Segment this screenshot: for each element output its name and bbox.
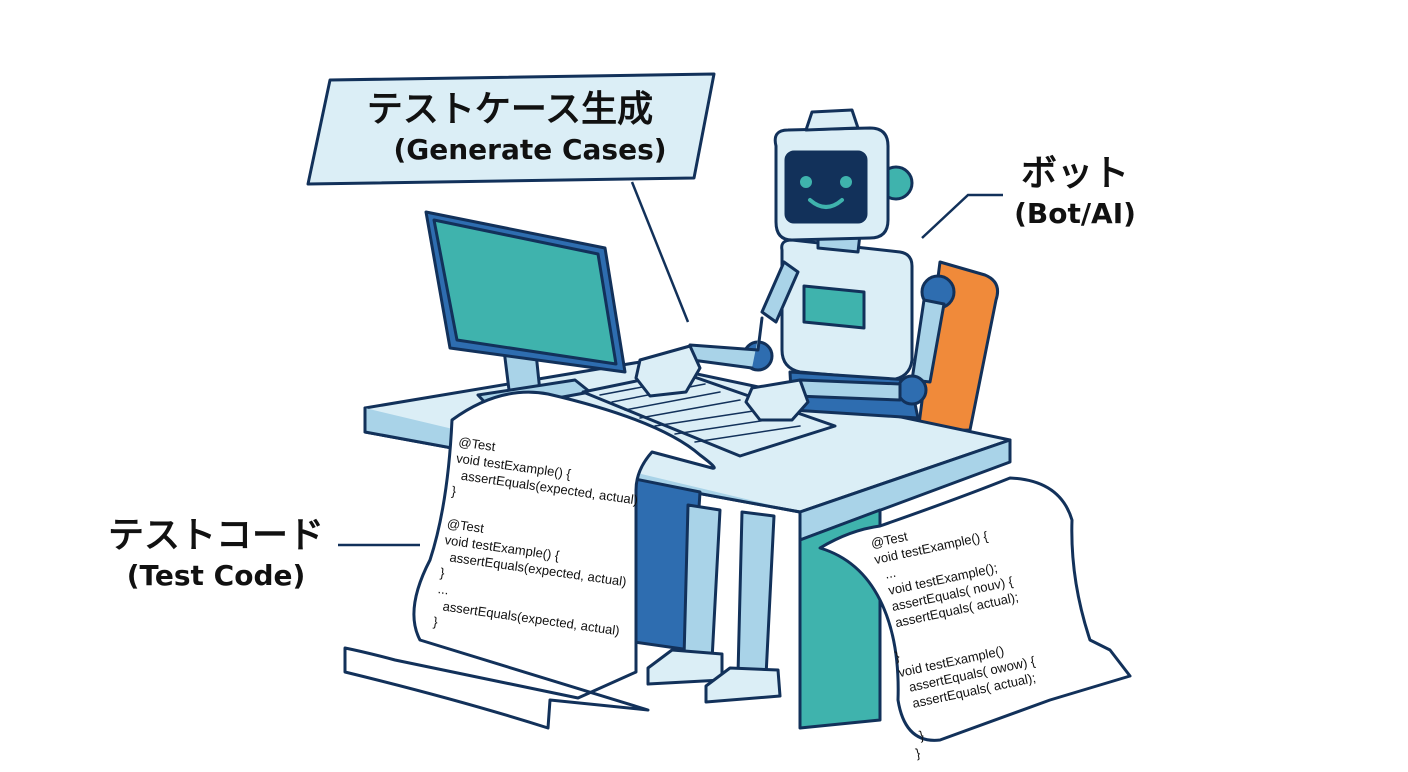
robot-head-top xyxy=(804,108,860,132)
scroll-left-code-line: @Test xyxy=(458,434,497,454)
label-bot-jp: ボット xyxy=(1020,153,1129,194)
scroll-left-code-line: @Test xyxy=(446,516,485,536)
robot-leg-right xyxy=(736,510,776,678)
label-test-code: テストコード (Test Code) xyxy=(96,514,336,594)
scroll-right: @Testvoid testExample() { ... void testE… xyxy=(818,476,1132,761)
robot-chest-panel xyxy=(802,284,866,330)
leader-bot xyxy=(921,193,1003,239)
robot-foot-left xyxy=(646,648,724,686)
scroll-left-code-line: } xyxy=(432,614,439,630)
robot-arm-left-upper xyxy=(760,260,800,324)
robot-elbow-right xyxy=(896,374,928,406)
label-bot-en: (Bot/AI) xyxy=(1014,197,1136,230)
label-generate-cases-en: (Generate Cases) xyxy=(393,133,667,166)
monitor-screen xyxy=(432,218,618,366)
scroll-right-code-line: } xyxy=(914,745,922,761)
generate-cases-banner xyxy=(306,72,716,186)
scroll-left-code-line: ... xyxy=(437,581,450,597)
robot-hand-left xyxy=(634,344,702,398)
scroll-left-code-line: } xyxy=(451,483,458,499)
label-test-code-en: (Test Code) xyxy=(126,559,306,592)
scroll-right-code-line: } xyxy=(911,727,926,744)
robot-face-screen xyxy=(784,150,868,224)
robot-leg-left xyxy=(682,503,722,662)
scroll-right-code-line: } xyxy=(894,648,902,664)
label-generate-cases-jp: テストケース生成 xyxy=(366,89,654,130)
robot-arm-right-upper xyxy=(910,298,946,384)
robot-foot-right xyxy=(704,666,782,704)
leader-generate-cases xyxy=(630,181,690,323)
robot-face xyxy=(800,176,852,209)
label-generate-cases: テストケース生成 (Generate Cases) xyxy=(340,88,680,168)
scroll-left-code-line: } xyxy=(439,565,446,581)
scroll-left: @Testvoid testExample() { assertEquals(e… xyxy=(343,390,716,730)
label-bot: ボット (Bot/AI) xyxy=(1000,152,1150,232)
robot-hand-right xyxy=(744,378,810,422)
label-test-code-jp: テストコード xyxy=(107,515,324,556)
scroll-right-code-line: ... xyxy=(876,565,897,583)
robot-arm-right-lower xyxy=(794,378,902,402)
